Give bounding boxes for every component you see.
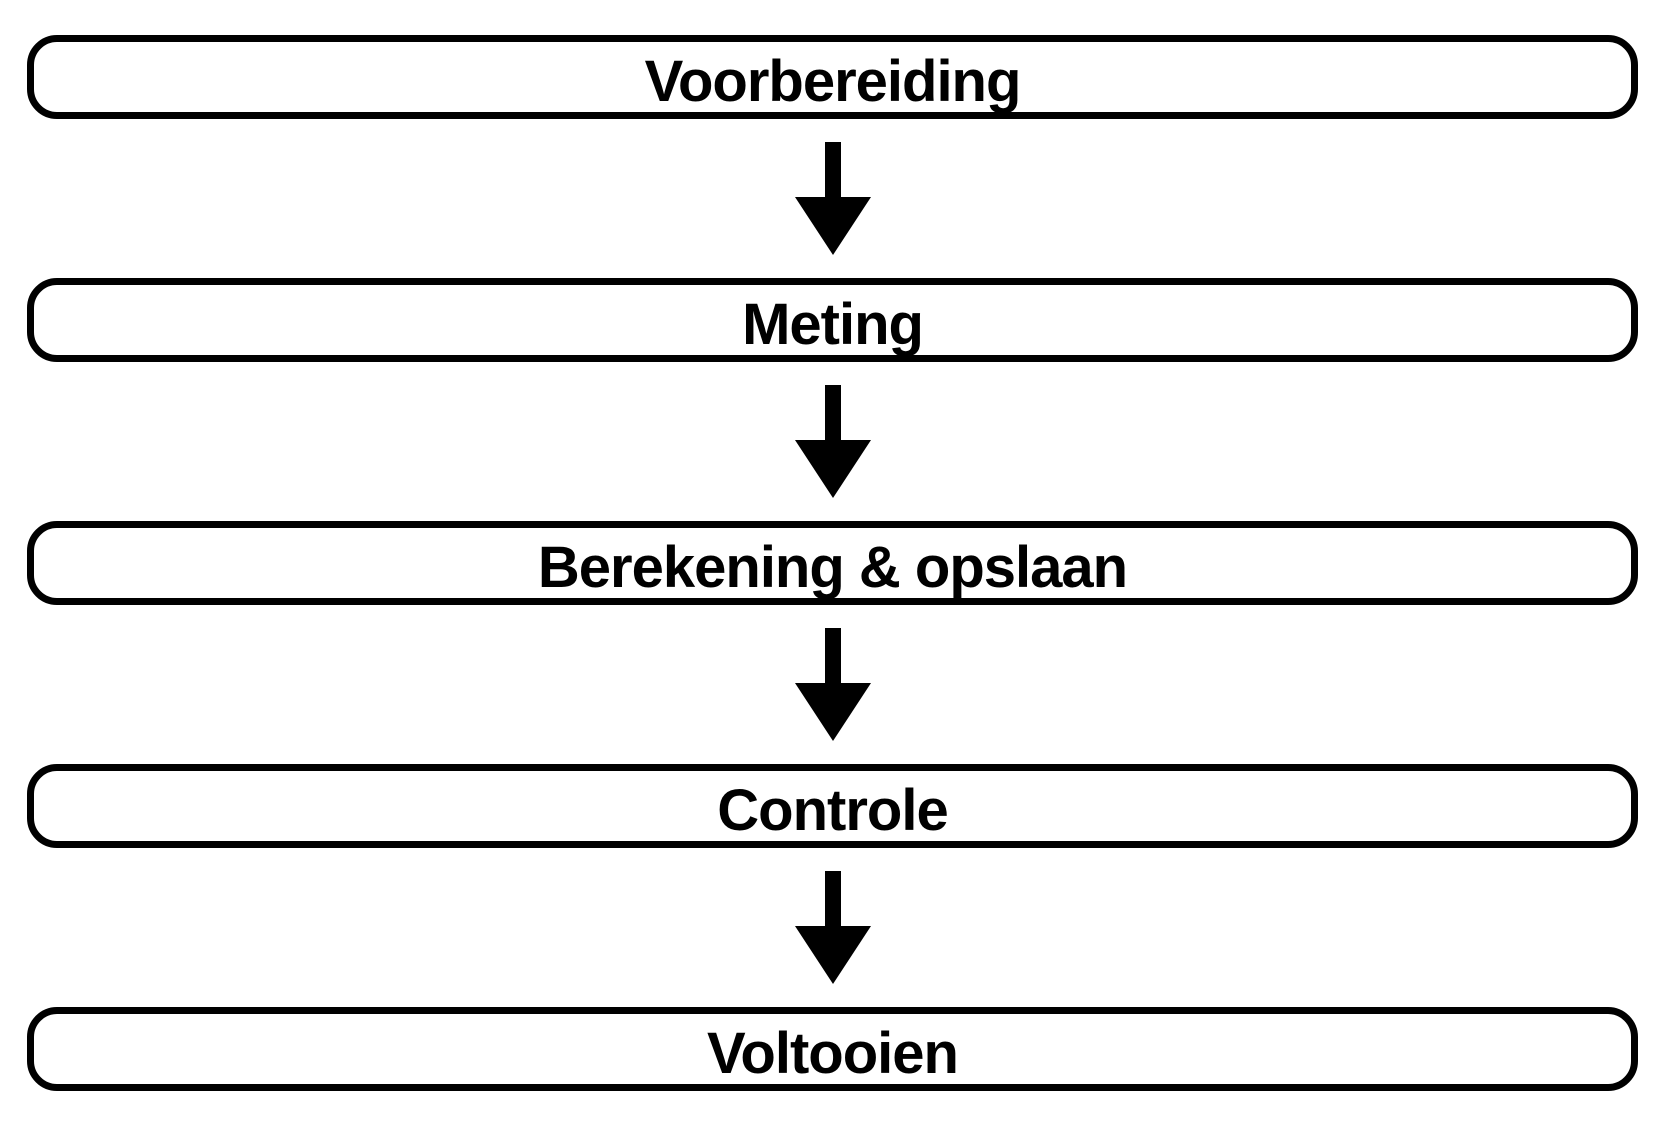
down-arrow-icon xyxy=(794,197,871,255)
step-box-voltooien: Voltooien xyxy=(27,1007,1638,1091)
arrow-connector-2 xyxy=(794,362,871,521)
step-box-meting: Meting xyxy=(27,278,1638,362)
down-arrow-icon xyxy=(794,440,871,498)
flowchart: Voorbereiding Meting Berekening & opslaa… xyxy=(27,35,1638,1091)
step-box-berekening-opslaan: Berekening & opslaan xyxy=(27,521,1638,605)
down-arrow-icon xyxy=(824,628,841,683)
step-label-controle: Controle xyxy=(717,778,948,843)
step-box-voorbereiding: Voorbereiding xyxy=(27,35,1638,119)
arrow-connector-1 xyxy=(794,119,871,278)
down-arrow-icon xyxy=(824,871,841,926)
step-label-meting: Meting xyxy=(742,292,924,357)
step-label-voorbereiding: Voorbereiding xyxy=(644,49,1022,114)
step-label-voltooien: Voltooien xyxy=(707,1021,959,1086)
down-arrow-icon xyxy=(824,385,841,440)
arrow-connector-3 xyxy=(794,605,871,764)
arrow-connector-4 xyxy=(794,848,871,1007)
down-arrow-icon xyxy=(824,142,841,197)
step-box-controle: Controle xyxy=(27,764,1638,848)
down-arrow-icon xyxy=(794,926,871,984)
step-label-berekening-opslaan: Berekening & opslaan xyxy=(537,535,1128,600)
down-arrow-icon xyxy=(794,683,871,741)
